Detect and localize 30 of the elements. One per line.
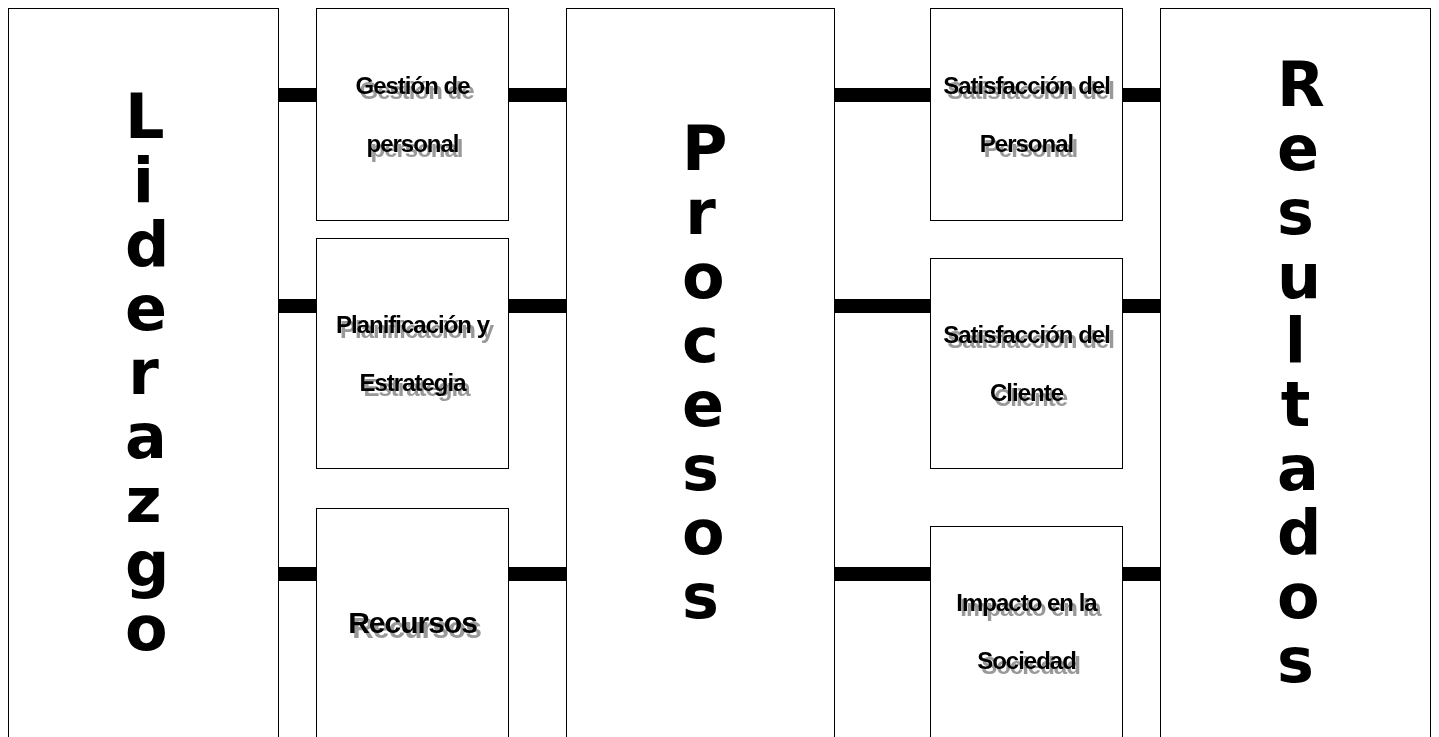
- process-box: [316, 238, 509, 469]
- box-label: Satisfacción del Cliente: [942, 319, 1111, 408]
- connector-line: [1123, 299, 1160, 313]
- box-label: Gestión de personal: [354, 70, 471, 159]
- connector-line: [279, 299, 316, 313]
- connector-line: [835, 567, 930, 581]
- connector-line: [509, 88, 566, 102]
- vertical-title: Procesos: [680, 117, 751, 629]
- column-box: [8, 8, 279, 737]
- connector-line: [1123, 88, 1160, 102]
- vertical-title: Liderazgo: [123, 85, 194, 661]
- connector-line: [509, 567, 566, 581]
- connector-line: [279, 88, 316, 102]
- box-label: Satisfacción del Personal: [942, 70, 1111, 159]
- box-label: Recursos: [347, 605, 478, 641]
- process-box: [316, 8, 509, 221]
- connector-line: [1123, 567, 1160, 581]
- connector-line: [509, 299, 566, 313]
- connector-line: [835, 88, 930, 102]
- column-box: [566, 8, 835, 737]
- process-box: [930, 258, 1123, 469]
- box-label: Planificación y Estrategia: [334, 309, 491, 398]
- process-box: [316, 508, 509, 737]
- vertical-title: Resultados: [1275, 53, 1346, 693]
- box-label: Impacto en la Sociedad: [955, 588, 1099, 676]
- connector-line: [279, 567, 316, 581]
- process-box: [930, 8, 1123, 221]
- connector-line: [835, 299, 930, 313]
- process-box: [930, 526, 1123, 737]
- column-box: [1160, 8, 1431, 737]
